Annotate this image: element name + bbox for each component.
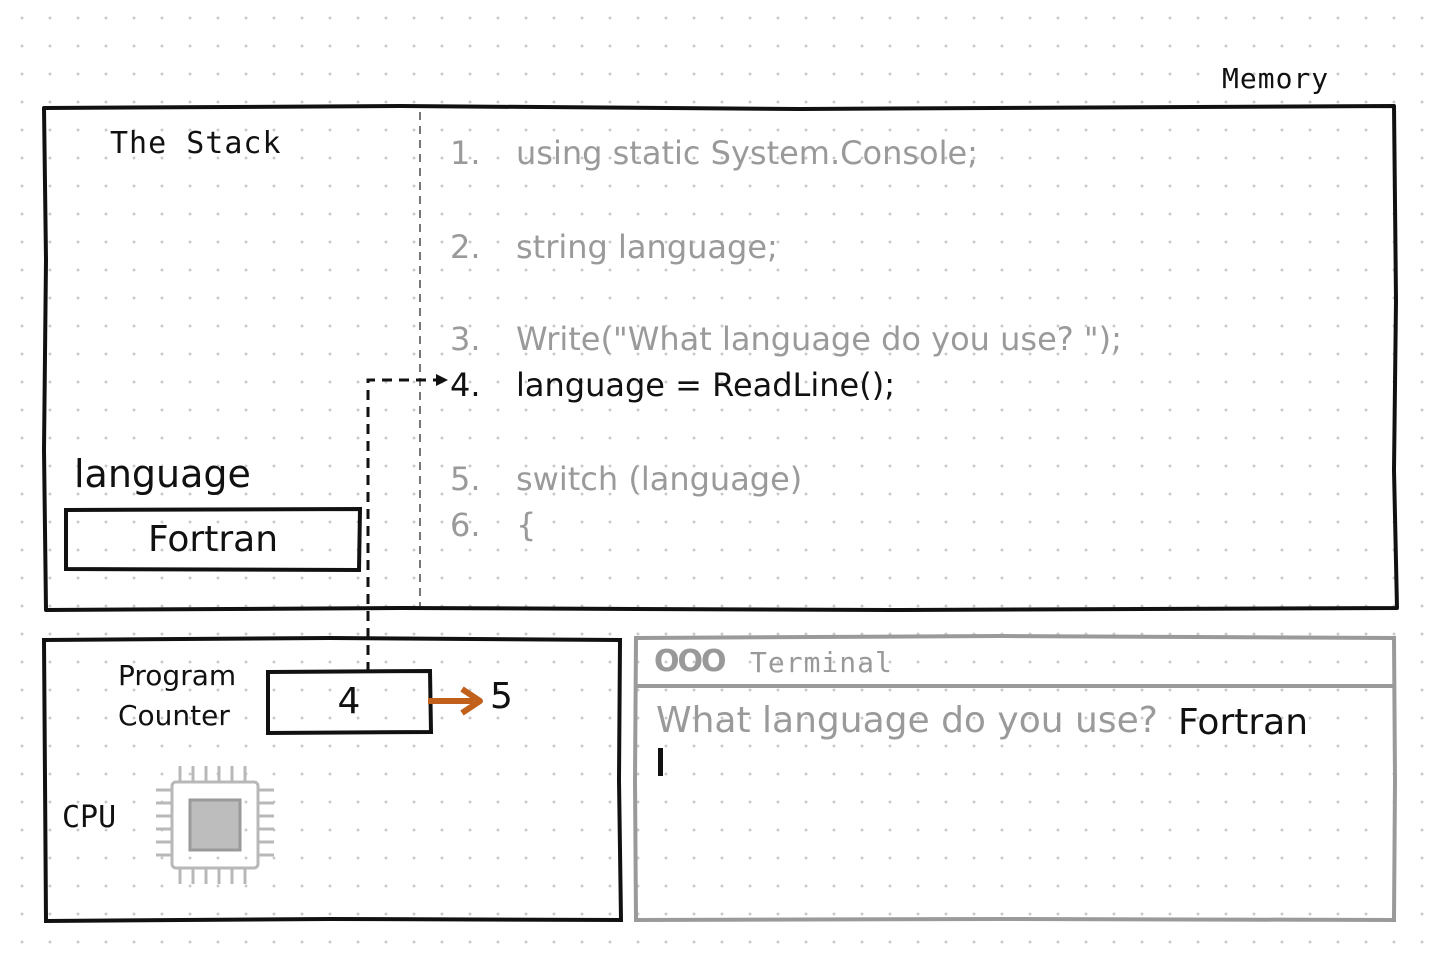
variable-box <box>64 506 363 573</box>
memory-label: Memory <box>1222 62 1330 95</box>
cpu-label: CPU <box>62 800 117 835</box>
terminal-answer: Fortran <box>1178 702 1309 743</box>
code-line-text: using static System.Console; <box>516 134 978 172</box>
program-counter-next-value: 5 <box>490 676 513 717</box>
code-line-number: 3. <box>450 320 481 358</box>
terminal-window-buttons[interactable]: OOO <box>654 644 727 679</box>
program-counter-box <box>266 668 434 736</box>
program-counter-label: Program Counter <box>118 656 236 736</box>
code-line-text: Write("What language do you use? "); <box>516 320 1122 358</box>
cpu-box <box>41 635 624 924</box>
code-line-text: string language; <box>516 228 778 266</box>
code-line-text: { <box>516 506 537 544</box>
code-line-number: 1. <box>450 134 481 172</box>
terminal-cursor[interactable] <box>658 748 663 776</box>
program-counter-value: 4 <box>337 681 361 722</box>
stack-title: The Stack <box>110 126 282 161</box>
program-counter-label-line2: Counter <box>118 699 230 732</box>
increment-arrowhead <box>460 686 483 716</box>
chip-icon <box>156 766 274 884</box>
terminal-title: Terminal <box>750 646 893 679</box>
variable-value: Fortran <box>147 519 279 560</box>
code-line-number: 4. <box>450 366 481 404</box>
code-line-text: switch (language) <box>516 460 803 498</box>
code-line-number: 5. <box>450 460 481 498</box>
memory-box <box>42 104 1399 612</box>
program-counter-label-line1: Program <box>118 659 237 692</box>
code-line-number: 6. <box>450 506 481 544</box>
variable-name: language <box>74 452 251 496</box>
code-line-text: language = ReadLine(); <box>516 366 895 404</box>
terminal-prompt: What language do you use? <box>656 700 1158 741</box>
terminal-box <box>632 633 1398 923</box>
code-line-number: 2. <box>450 228 481 266</box>
pc-pointer-arrow <box>366 378 436 672</box>
pc-pointer-arrowhead <box>436 374 448 386</box>
